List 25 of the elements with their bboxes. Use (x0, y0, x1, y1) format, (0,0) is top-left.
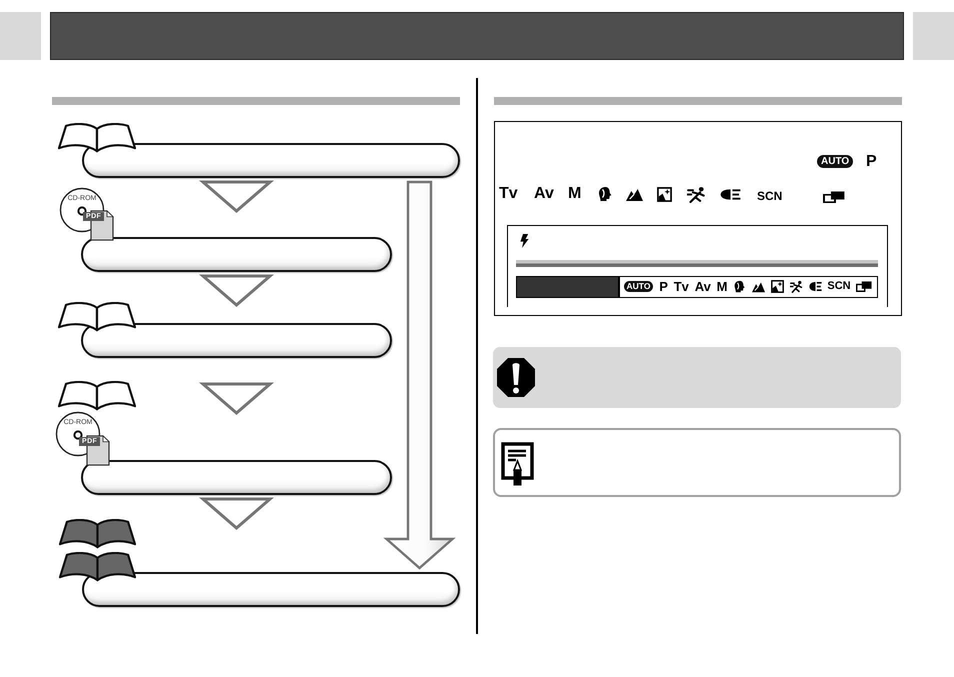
mode-label: SCN (827, 279, 851, 294)
mode-label: P (659, 279, 668, 294)
block-arrow (383, 180, 456, 570)
chevron-arrow (198, 274, 274, 307)
mode-tag: AUTO (624, 281, 654, 292)
mode-label: Tv (499, 184, 518, 204)
step-box (82, 572, 460, 607)
mode-panel (494, 121, 902, 316)
chevron-arrow (198, 382, 274, 415)
step-box (81, 460, 392, 495)
screen-frame (507, 225, 888, 307)
mode-label: Av (534, 184, 554, 204)
chevron-arrow (198, 498, 274, 530)
mode-label: M (568, 184, 582, 204)
mode-tag: AUTO (817, 155, 854, 168)
step-box (82, 143, 460, 178)
mode-label: Av (694, 279, 711, 294)
caution-panel (493, 347, 901, 408)
mode-label: P (866, 152, 877, 172)
mode-label: Tv (674, 279, 689, 294)
note-panel (493, 428, 901, 497)
step-box (81, 323, 392, 358)
mode-label: M (716, 279, 728, 294)
mode-label: SCN (757, 189, 782, 203)
step-box (81, 237, 392, 272)
